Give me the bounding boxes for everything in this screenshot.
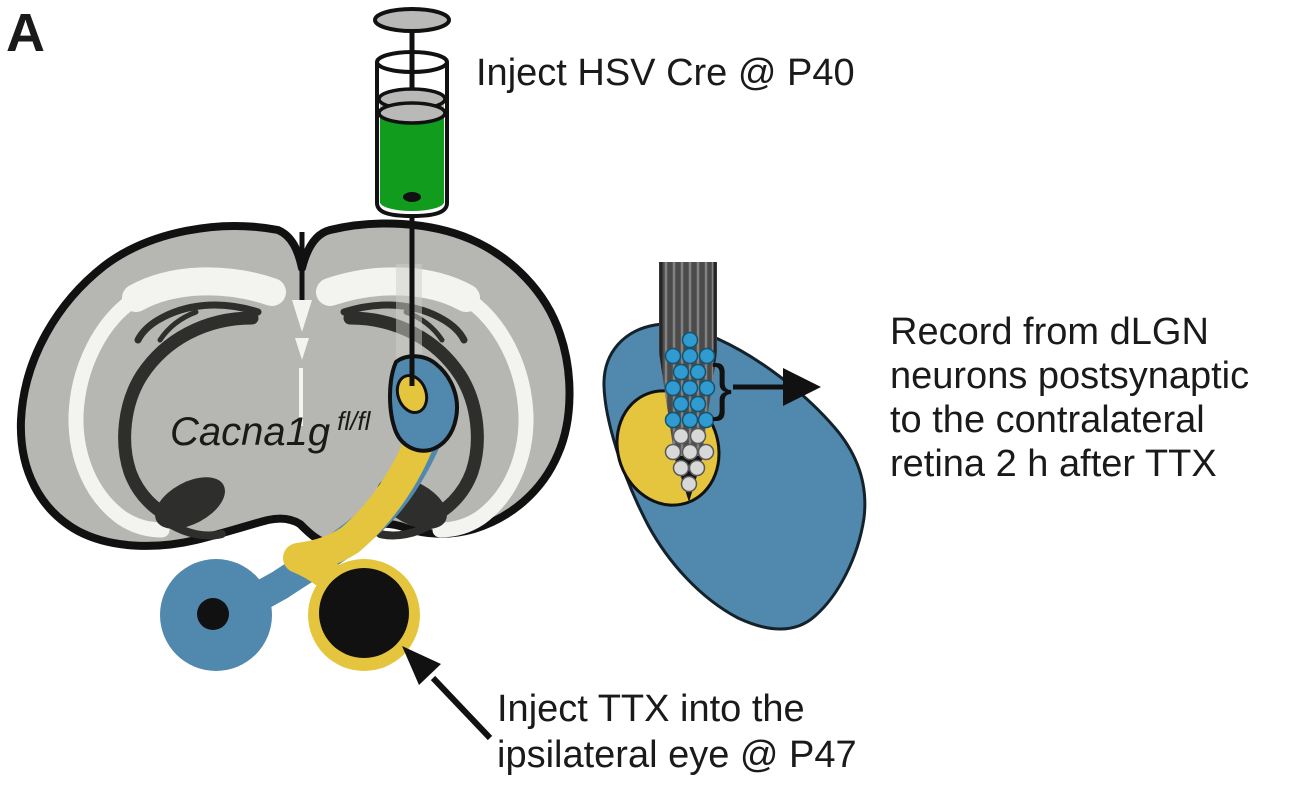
panel-label: A xyxy=(6,3,45,63)
ttx-arrow xyxy=(402,646,493,741)
dlgn-inset: } xyxy=(602,262,867,631)
inject-ttx-label: Inject TTX into the ipsilateral eye @ P4… xyxy=(497,688,857,777)
recorded-cells-active xyxy=(664,331,716,429)
inject-virus-label: Inject HSV Cre @ P40 xyxy=(476,52,855,94)
eye-contralateral xyxy=(160,559,272,671)
pupil-ipsilateral xyxy=(319,568,409,658)
record-arrow xyxy=(733,368,821,406)
genotype-allele: fl/fl xyxy=(337,406,371,436)
pupil-contralateral xyxy=(197,598,229,630)
eye-ipsilateral-ttx xyxy=(308,559,420,671)
injection-bolus xyxy=(395,374,429,414)
ventricle-upper xyxy=(292,300,312,332)
barrel-outlet xyxy=(403,192,421,202)
syringe-icon xyxy=(373,7,451,386)
recorded-cells-silent xyxy=(664,427,715,493)
virus-solution xyxy=(380,113,444,203)
needle-track xyxy=(396,264,422,370)
ventricle-lower xyxy=(295,338,309,360)
dlgn-injection-site xyxy=(388,354,459,453)
record-note-label: Record from dLGN neurons postsynaptic to… xyxy=(890,311,1250,486)
brace-icon: } xyxy=(712,353,733,422)
plunger-thumb-pad xyxy=(373,7,451,33)
third-ventricle xyxy=(299,368,303,426)
genotype-gene: Cacna1g xyxy=(170,410,331,454)
brain-coronal-section xyxy=(16,219,574,546)
